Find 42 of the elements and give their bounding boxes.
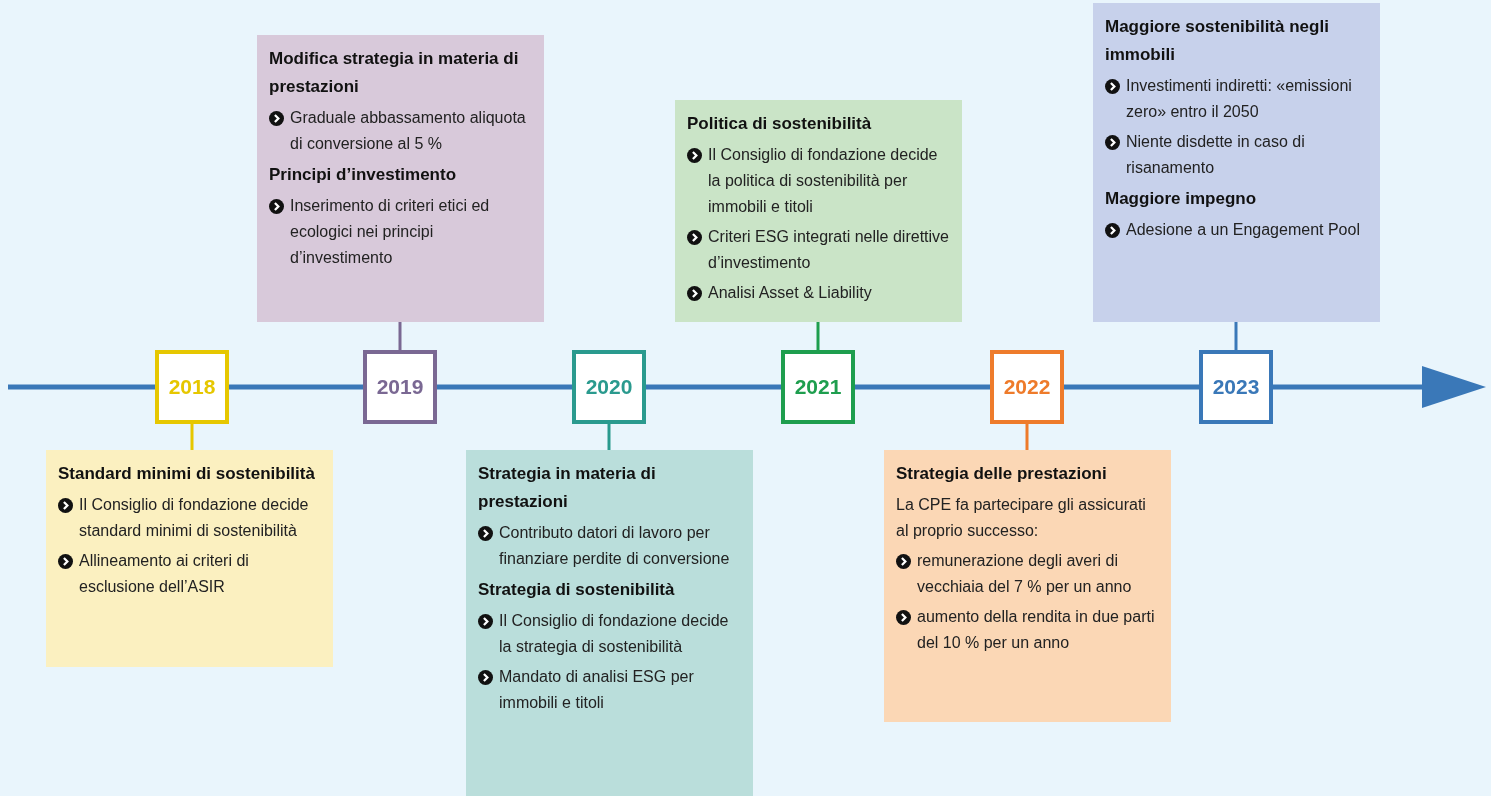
bullet-text: Investimenti indiretti: «emissioni zero» entro il 2050 xyxy=(1126,76,1353,122)
bullet-text: Contributo datori di lavoro per finanziare perdite di conversione xyxy=(499,523,731,569)
year-box: 2021 xyxy=(781,350,855,424)
bullet-text: Il Consiglio di fondazione decide standard minimi di sostenibilità xyxy=(79,495,310,541)
year-box: 2020 xyxy=(572,350,646,424)
bullet-text: Analisi Asset & Liability xyxy=(708,283,872,303)
paragraph-text: La CPE fa partecipare gli assicurati al proprio successo: xyxy=(896,495,1147,541)
bullet-text: Allineamento ai criteri di esclusione dell’ASIR xyxy=(79,551,250,597)
section-heading: Strategia delle prestazioni xyxy=(896,463,1108,485)
connector-line xyxy=(398,322,402,350)
section-heading: Strategia in materia di prestazioni xyxy=(478,463,657,513)
section-heading: Politica di sostenibilità xyxy=(687,113,873,135)
milestone-card xyxy=(675,100,962,322)
section-heading: Maggiore sostenibilità negli immobili xyxy=(1105,16,1330,66)
bullet-text: Niente disdette in caso di risanamento xyxy=(1126,132,1306,178)
bullet-text: Graduale abbassamento aliquota di conversione al 5 % xyxy=(290,108,527,154)
bullet-text: Il Consiglio di fondazione decide la strategia di sostenibilità xyxy=(499,611,730,657)
connector-line xyxy=(1234,322,1238,350)
milestone-card xyxy=(884,450,1171,722)
section-heading: Strategia di sostenibilità xyxy=(478,579,676,601)
milestone-card xyxy=(466,450,753,796)
bullet-text: Mandato di analisi ESG per immobili e titoli xyxy=(499,667,695,713)
section-heading: Maggiore impegno xyxy=(1105,188,1258,210)
milestone-card xyxy=(257,35,544,322)
bullet-text: Adesione a un Engagement Pool xyxy=(1126,220,1360,240)
milestone-card xyxy=(1093,3,1380,322)
connector-line xyxy=(190,424,194,450)
year-box: 2022 xyxy=(990,350,1064,424)
milestone-card xyxy=(46,450,333,667)
connector-line xyxy=(816,322,820,350)
year-box: 2023 xyxy=(1199,350,1273,424)
bullet-text: aumento della rendita in due parti del 10 % per un anno xyxy=(917,607,1156,653)
bullet-text: Inserimento di criteri etici ed ecologici nei principi d’investimento xyxy=(290,196,491,268)
section-heading: Standard minimi di sostenibilità xyxy=(58,463,316,485)
bullet-text: Il Consiglio di fondazione decide la politica di sostenibilità per immobili e titoli xyxy=(708,145,939,217)
connector-line xyxy=(607,424,611,450)
year-box: 2019 xyxy=(363,350,437,424)
year-box: 2018 xyxy=(155,350,229,424)
section-heading: Modifica strategia in materia di prestazioni xyxy=(269,48,520,98)
section-heading: Principi d’investimento xyxy=(269,164,458,186)
bullet-text: Criteri ESG integrati nelle direttive d’investimento xyxy=(708,227,950,273)
connector-line xyxy=(1025,424,1029,450)
